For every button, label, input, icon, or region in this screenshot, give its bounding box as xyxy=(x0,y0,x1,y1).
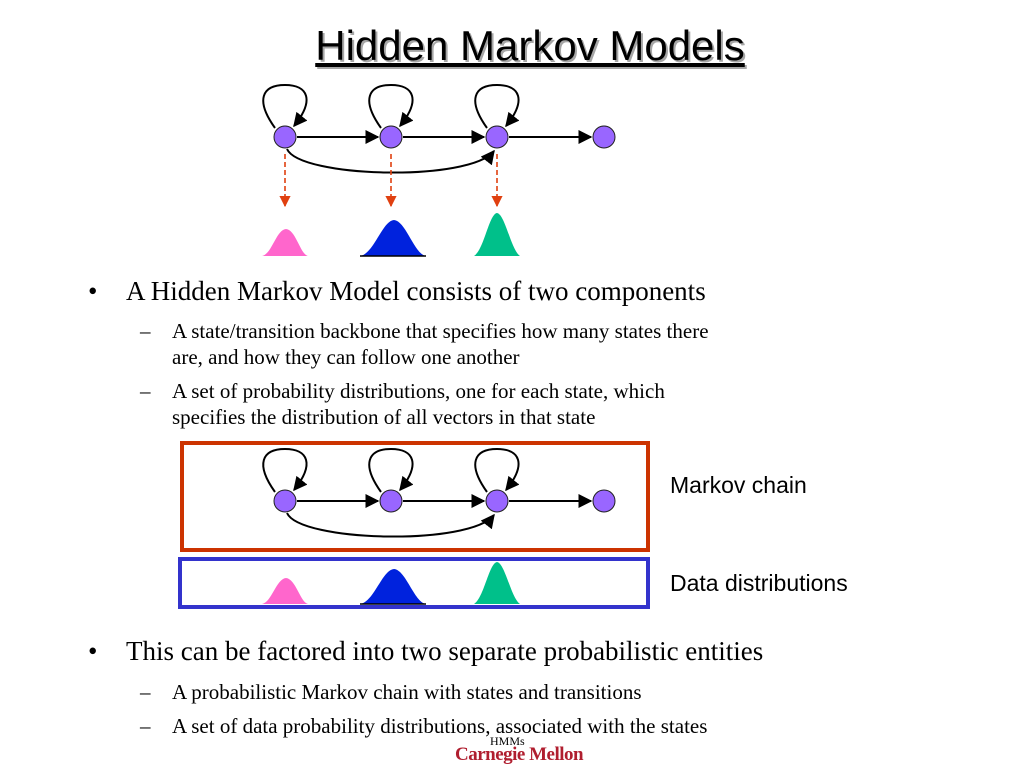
distribution-shape-pink xyxy=(262,578,308,604)
transition-skip-1-3 xyxy=(286,148,495,174)
sub-bullet-line: A set of probability distributions, one … xyxy=(172,379,665,403)
bullet-text: A Hidden Markov Model consists of two co… xyxy=(126,276,706,306)
markov-chain-box xyxy=(180,441,650,552)
distribution-shape-green xyxy=(474,562,520,604)
distribution-shape-blue xyxy=(360,569,426,604)
data-distributions-label: Data distributions xyxy=(670,570,848,596)
self-loop-2 xyxy=(368,447,414,493)
sub-bullet-mark: – xyxy=(140,680,151,704)
transition-skip-1-3 xyxy=(286,512,495,538)
state-node-2 xyxy=(379,489,403,513)
bullet-text: This can be factored into two separate p… xyxy=(126,636,764,666)
data-distributions-box-diagram xyxy=(178,557,650,609)
state-node-2 xyxy=(379,125,403,149)
state-node-1 xyxy=(273,489,297,513)
state-node-1 xyxy=(273,125,297,149)
distribution-shape-pink xyxy=(262,229,308,256)
state-node-3 xyxy=(485,125,509,149)
sub-bullet-line: specifies the distribution of all vector… xyxy=(172,405,596,429)
state-node-3 xyxy=(485,489,509,513)
bullet-mark: • xyxy=(88,636,98,666)
sub-bullet-mark: – xyxy=(140,319,151,343)
self-loop-1 xyxy=(262,83,308,129)
self-loop-1 xyxy=(262,447,308,493)
sub-bullet-text: A state/transition backbone that specifi… xyxy=(172,318,709,370)
state-node-4 xyxy=(592,489,616,513)
slide-title: Hidden Markov Models xyxy=(315,22,745,69)
sub-bullet-mark: – xyxy=(140,714,151,738)
distribution-shape-blue xyxy=(360,220,426,256)
sub-bullet-text: A probabilistic Markov chain with states… xyxy=(172,680,642,704)
self-loop-3 xyxy=(474,447,520,493)
markov-chain-label: Markov chain xyxy=(670,472,807,498)
state-node-4 xyxy=(592,125,616,149)
hmm-top-diagram xyxy=(262,83,616,257)
carnegie-mellon-logo: Carnegie Mellon xyxy=(455,744,584,765)
footer-section-label: HMMs xyxy=(490,734,525,748)
bullet-mark: • xyxy=(88,276,98,306)
distribution-shape-green xyxy=(474,213,520,256)
self-loop-2 xyxy=(368,83,414,129)
sub-bullet-text: A set of probability distributions, one … xyxy=(172,378,665,430)
sub-bullet-mark: – xyxy=(140,379,151,403)
data-distributions-box xyxy=(178,557,650,609)
markov-chain-box-diagram xyxy=(180,441,650,552)
self-loop-3 xyxy=(474,83,520,129)
sub-bullet-line: A state/transition backbone that specifi… xyxy=(172,319,709,343)
sub-bullet-text: A set of data probability distributions,… xyxy=(172,714,708,738)
sub-bullet-line: are, and how they can follow one another xyxy=(172,345,520,369)
